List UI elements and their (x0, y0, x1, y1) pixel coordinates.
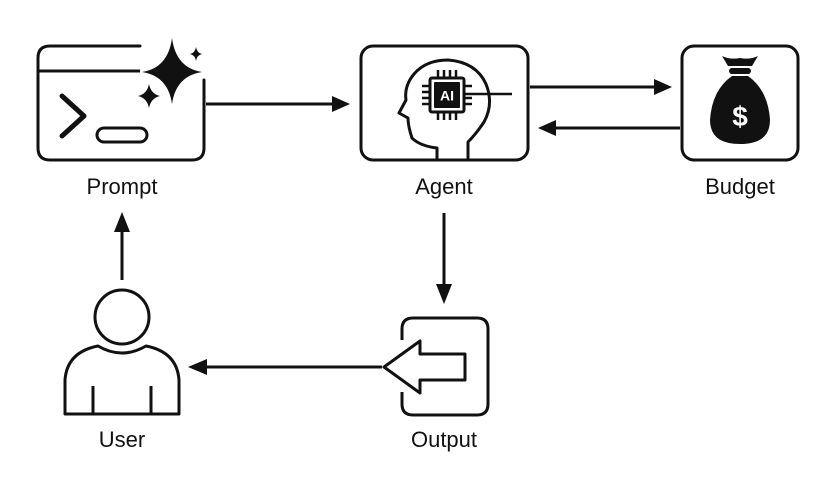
budget-label: Budget (705, 174, 775, 199)
edge-agent-to-budget (530, 79, 672, 95)
output-arrow-icon (382, 316, 490, 417)
user-icon (63, 288, 181, 416)
prompt-label: Prompt (86, 174, 158, 199)
output-label: Output (410, 427, 478, 452)
edge-agent-to-output (436, 213, 452, 304)
edge-prompt-to-agent (206, 96, 350, 112)
money-bag-icon (710, 56, 770, 144)
budget-node[interactable]: $ (680, 44, 800, 162)
prompt-node[interactable] (36, 38, 206, 162)
user-label: User (98, 427, 146, 452)
budget-box (680, 44, 800, 162)
agent-node[interactable]: AI (359, 44, 530, 162)
user-node[interactable] (63, 288, 181, 416)
edge-budget-to-agent (538, 120, 680, 136)
output-node[interactable] (382, 316, 490, 417)
ai-head-chip-icon (397, 58, 512, 160)
chip-text: AI (440, 88, 454, 104)
agent-box (359, 44, 530, 162)
edge-output-to-user (188, 359, 382, 375)
dollar-symbol: $ (732, 101, 748, 132)
terminal-sparkle-icon (36, 38, 206, 162)
edges (114, 79, 680, 375)
edge-user-to-prompt (114, 212, 130, 280)
agent-label: Agent (415, 174, 473, 199)
